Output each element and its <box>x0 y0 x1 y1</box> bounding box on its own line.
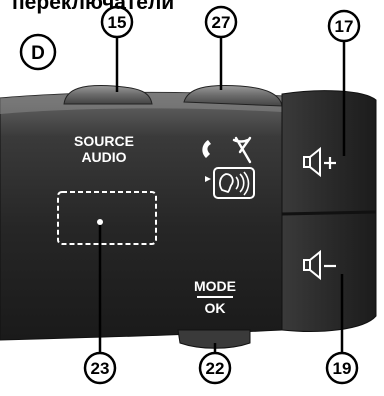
button-22-mode-ok <box>177 329 251 349</box>
panel-letter: D <box>31 43 45 64</box>
display-area <box>57 191 157 245</box>
svg-text:27: 27 <box>212 13 231 32</box>
phone-hangup-icon <box>232 136 252 164</box>
volume-down-icon <box>303 249 336 281</box>
svg-text:15: 15 <box>108 13 127 32</box>
svg-text:22: 22 <box>206 359 225 378</box>
callout-19: 19 <box>325 351 359 385</box>
callout-27: 27 <box>204 5 238 39</box>
button-27-phone <box>183 85 283 107</box>
volume-rocker <box>281 90 377 332</box>
button-15-source <box>63 85 153 105</box>
svg-text:23: 23 <box>91 359 110 378</box>
svg-text:17: 17 <box>335 17 354 36</box>
volume-up-icon <box>303 146 336 178</box>
panel-letter-badge: D <box>19 33 57 71</box>
phone-answer-icon <box>202 140 211 158</box>
stalk-body <box>0 91 283 341</box>
rocker-split-line <box>281 210 377 216</box>
callout-23: 23 <box>83 351 117 385</box>
callout-17: 17 <box>327 9 361 43</box>
mode-label: MODE <box>194 278 236 294</box>
source-label-line2: AUDIO <box>81 149 126 165</box>
voice-command-icon <box>205 167 255 199</box>
source-label-line1: SOURCE <box>74 133 134 149</box>
display-dot <box>97 219 103 225</box>
leader-lines <box>98 38 346 352</box>
svg-text:19: 19 <box>333 359 352 378</box>
page-heading: переключатели <box>12 0 175 14</box>
ok-label: OK <box>205 300 226 316</box>
callout-15: 15 <box>100 5 134 39</box>
callout-22: 22 <box>198 351 232 385</box>
